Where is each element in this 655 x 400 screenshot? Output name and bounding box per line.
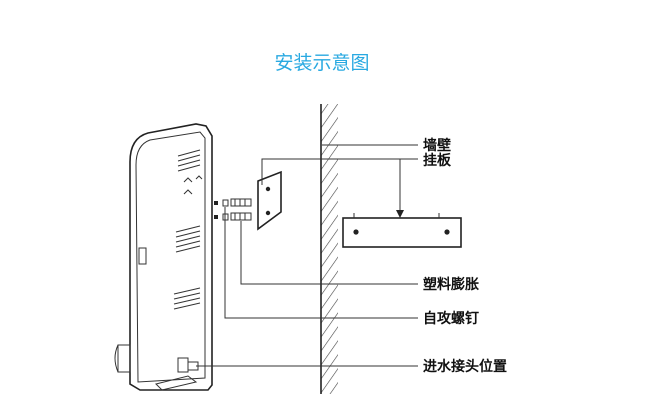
mount-hooks bbox=[183, 175, 203, 195]
screws-and-anchors bbox=[214, 198, 252, 221]
water-heater-unit bbox=[114, 123, 213, 391]
leader-lines bbox=[196, 144, 418, 367]
water-inlet-fitting bbox=[155, 357, 199, 391]
label-self-tapping-screw: 自攻螺钉 bbox=[423, 310, 479, 327]
hanging-plate-front bbox=[342, 213, 462, 248]
label-water-inlet-position: 进水接头位置 bbox=[423, 358, 507, 375]
label-plastic-anchor: 塑料膨胀 bbox=[423, 276, 479, 293]
label-hanging-plate: 挂板 bbox=[423, 152, 452, 169]
side-knob bbox=[138, 247, 147, 265]
vent-slots-lower bbox=[173, 287, 201, 310]
hanging-plate-side bbox=[257, 170, 282, 231]
vent-slots-middle bbox=[175, 225, 201, 253]
diagram-title: 安装示意图 bbox=[274, 52, 369, 74]
vent-slots-upper bbox=[177, 149, 201, 172]
label-wall: 墙壁 bbox=[423, 137, 451, 154]
wall bbox=[320, 104, 338, 394]
